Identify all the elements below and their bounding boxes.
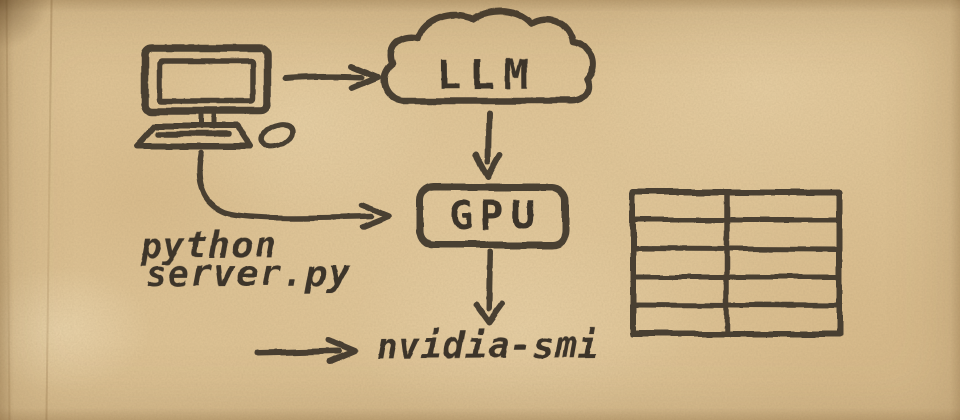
ink-strokes [134, 6, 842, 365]
gpu-stats-table [630, 189, 842, 337]
python-command-line2: server.py [145, 253, 351, 296]
arrowhead [473, 152, 503, 180]
arrowhead [360, 202, 393, 230]
gpu-box-shape [415, 183, 570, 249]
llm-cloud-shape [380, 6, 597, 105]
arrow-gpu-to-nvidia-smi [473, 249, 505, 325]
keyboard-icon [134, 123, 254, 149]
arrow-computer-to-llm [283, 63, 381, 91]
table-outer-border [630, 189, 842, 337]
gpu-label: GPU [450, 193, 542, 239]
monitor-screen [157, 58, 255, 104]
monitor-outline [141, 44, 271, 115]
computer-icon [134, 44, 295, 149]
nvidia-smi-label: nvidia-smi [376, 325, 599, 368]
mouse-icon [259, 121, 295, 149]
table-row-line [630, 302, 842, 309]
arrow-llm-to-gpu [473, 111, 503, 180]
arrowhead [349, 63, 381, 91]
arrow-computer-to-gpu [196, 149, 393, 230]
llm-label: LLM [436, 50, 539, 100]
arrow-to-nvidia-smi [255, 337, 359, 365]
arrowhead [327, 337, 359, 365]
arrowhead [473, 301, 505, 325]
table-row-line [630, 245, 842, 252]
